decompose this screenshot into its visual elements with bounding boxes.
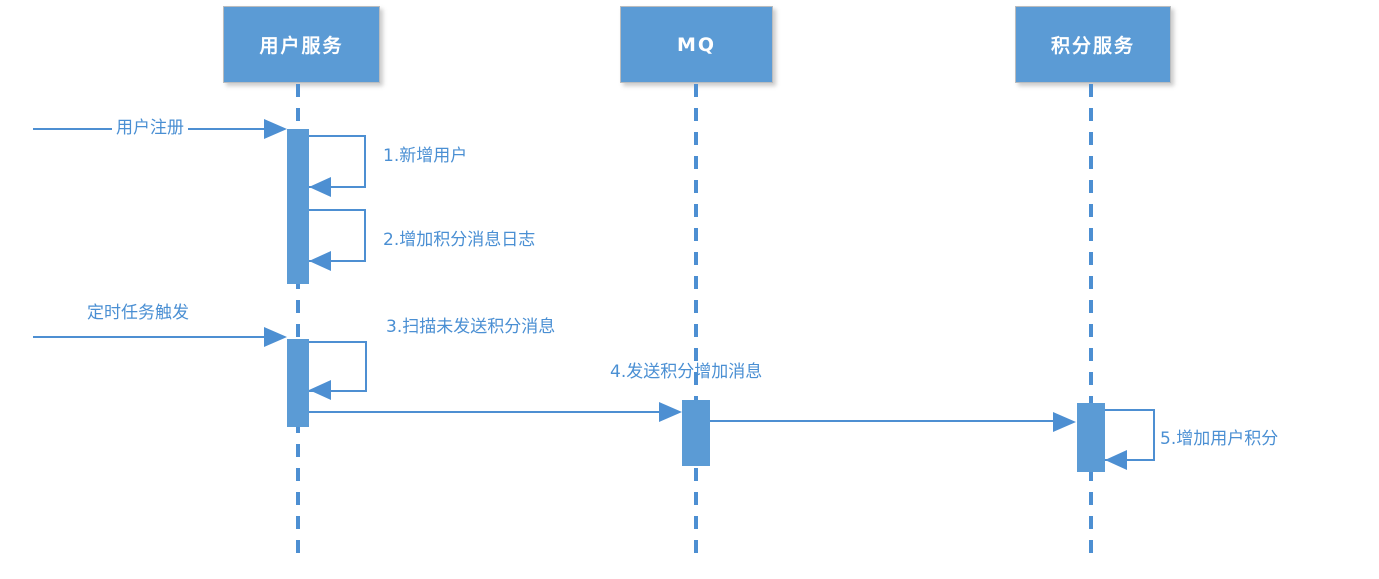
lifeline-mq xyxy=(694,84,698,558)
message-label-1: 1.新增用户 xyxy=(383,146,468,166)
arrowhead-self-loop-3 xyxy=(309,380,331,400)
actor-box-points-service: 积分服务 xyxy=(1015,6,1171,83)
self-loop-3 xyxy=(309,341,367,392)
arrowhead-message-4 xyxy=(659,402,682,422)
actor-box-user-service: 用户服务 xyxy=(223,6,380,83)
arrowhead-scheduled-task xyxy=(264,327,287,347)
arrowhead-self-loop-2 xyxy=(309,251,331,271)
message-label-scheduled-task: 定时任务触发 xyxy=(87,303,189,323)
message-label-user-register: 用户注册 xyxy=(112,117,188,139)
activation-points-service xyxy=(1077,403,1105,472)
actor-label-user-service: 用户服务 xyxy=(259,35,344,57)
activation-mq xyxy=(682,400,710,466)
message-label-2: 2.增加积分消息日志 xyxy=(383,230,536,250)
arrowhead-self-loop-5 xyxy=(1105,450,1127,470)
message-line-4 xyxy=(309,411,660,413)
lifeline-user-service xyxy=(296,84,300,558)
self-loop-1 xyxy=(309,135,366,188)
message-label-5: 5.增加用户积分 xyxy=(1160,429,1279,449)
message-line-scheduled-task xyxy=(33,336,264,338)
arrowhead-self-loop-1 xyxy=(309,177,331,197)
arrowhead-user-register xyxy=(264,119,287,139)
message-label-3: 3.扫描未发送积分消息 xyxy=(386,317,556,337)
arrowhead-mq-to-points xyxy=(1053,412,1076,432)
actor-label-points-service: 积分服务 xyxy=(1050,35,1135,57)
self-loop-5 xyxy=(1105,409,1155,461)
lifeline-points-service xyxy=(1089,84,1093,558)
actor-box-mq: MQ xyxy=(620,6,773,83)
message-line-mq-to-points xyxy=(710,420,1053,422)
activation-user-service-2 xyxy=(287,339,309,427)
self-loop-2 xyxy=(309,209,366,262)
actor-label-mq: MQ xyxy=(676,33,717,56)
activation-user-service-1 xyxy=(287,129,309,284)
message-label-4: 4.发送积分增加消息 xyxy=(610,362,763,382)
